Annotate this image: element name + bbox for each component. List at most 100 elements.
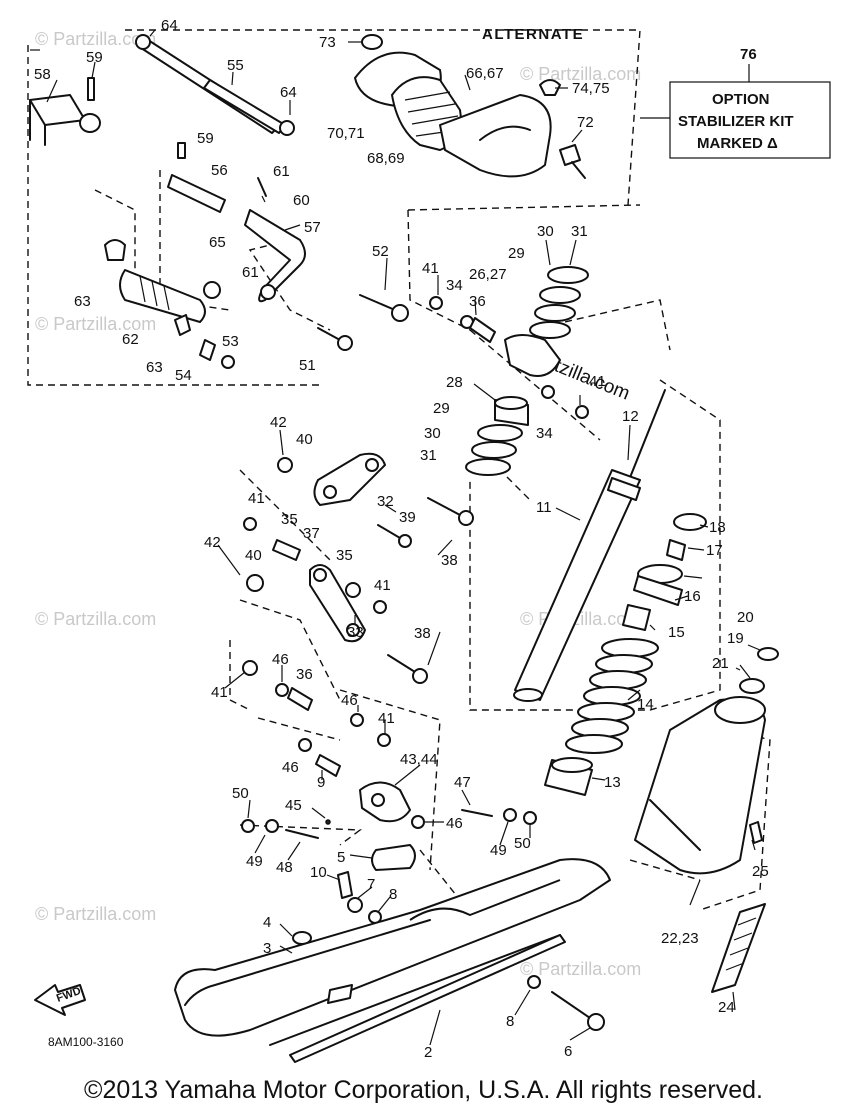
callout-label: 32	[377, 493, 394, 510]
option-line-3: MARKED Δ	[697, 135, 778, 152]
callout-label: 64	[161, 17, 178, 34]
callout-label: 29	[508, 245, 525, 262]
watermark: © Partzilla.com	[35, 609, 156, 629]
callout-label: 9	[317, 774, 325, 791]
callout-label: 42	[204, 534, 221, 551]
clamp-part	[104, 239, 126, 261]
clip-part	[539, 79, 561, 96]
callout-label: 70,71	[327, 125, 365, 142]
callout-label: 29	[433, 400, 450, 417]
callout-label: 47	[454, 774, 471, 791]
callout-label: 46	[282, 759, 299, 776]
leader-lines	[30, 29, 761, 1046]
option-box-frame	[669, 81, 831, 159]
callout-label: 50	[232, 785, 249, 802]
callout-label: 63	[146, 359, 163, 376]
callout-label: 6	[564, 1043, 572, 1060]
callout-label: 40	[296, 431, 313, 448]
upper-bolts	[317, 294, 589, 419]
diagram-code: 8AM100-3160	[48, 1035, 124, 1049]
callout-label: 45	[285, 797, 302, 814]
callout-label: 46	[446, 815, 463, 832]
shaft-assembly	[29, 34, 306, 369]
callout-label: 11	[536, 499, 552, 516]
callout-label: 65	[209, 234, 226, 251]
callout-label: 40	[245, 547, 262, 564]
callout-label: 18	[709, 519, 726, 536]
alternate-assembly	[354, 34, 586, 179]
shock-absorber	[513, 389, 707, 796]
option-number: 76	[740, 46, 757, 63]
callout-label: 37	[303, 525, 320, 542]
callout-label: 8	[389, 886, 397, 903]
callout-label: 57	[304, 219, 321, 236]
callout-label: 38	[441, 552, 458, 569]
callout-label: 13	[604, 774, 621, 791]
cap-part	[361, 34, 383, 50]
callout-label: 17	[706, 542, 723, 559]
callout-label: 42	[270, 414, 287, 431]
callout-label: 12	[622, 408, 639, 425]
callout-label: 31	[571, 223, 588, 240]
callout-label: 61	[242, 264, 259, 281]
callout-label: 31	[420, 447, 437, 464]
housing-cover-part	[439, 94, 552, 178]
spring-seat-stack	[465, 266, 589, 476]
callout-label: 3	[263, 940, 271, 957]
callout-label: 48	[276, 859, 293, 876]
callout-label: 30	[424, 425, 441, 442]
callout-label: 33	[347, 624, 364, 641]
callout-label: 49	[490, 842, 507, 859]
runner-part	[289, 934, 566, 1063]
callout-label: 34	[536, 425, 553, 442]
watermark: © Partzilla.com	[520, 959, 641, 979]
callout-label: 43,44	[400, 751, 438, 768]
callout-label: 41	[422, 260, 439, 277]
callout-label: 19	[727, 630, 744, 647]
callout-label: 46	[272, 651, 289, 668]
callout-label: 56	[211, 162, 228, 179]
watermark: © Partzilla.com	[35, 29, 156, 49]
linkage-arms	[309, 452, 474, 684]
block-5-part	[371, 844, 416, 871]
callouts: 64 73 59 58 55 64 66,67 74,75 70,71 72 6…	[34, 17, 769, 1061]
callout-label: 28	[446, 374, 463, 391]
ski-assembly: FWD	[34, 858, 766, 1063]
callout-label: 25	[752, 863, 769, 880]
watermark: © Partzilla.com	[35, 904, 156, 924]
fwd-arrow	[34, 984, 86, 1016]
callout-label: 4	[263, 914, 271, 931]
callout-label: 21	[712, 655, 729, 672]
callout-label: 41	[248, 490, 265, 507]
callout-label: 46	[341, 692, 358, 709]
coil-spring-part	[565, 638, 659, 754]
callout-label: 8	[506, 1013, 514, 1030]
callout-label: 22,23	[661, 930, 699, 947]
callout-label: 64	[280, 84, 297, 101]
callout-label: 5	[337, 849, 345, 866]
callout-label: 30	[537, 223, 554, 240]
rod-part	[203, 79, 286, 134]
callout-label: 62	[122, 331, 139, 348]
hinge-block-part	[29, 94, 86, 126]
callout-label: 51	[299, 357, 316, 374]
option-box: 76 OPTION STABILIZER KIT MARKED Δ	[669, 46, 831, 159]
callout-label: 34	[446, 277, 463, 294]
watermark: © Partzilla.com	[35, 314, 156, 334]
callout-label: 59	[86, 49, 103, 66]
callout-label: 16	[684, 588, 701, 605]
callout-label: 35	[336, 547, 353, 564]
callout-label: 2	[424, 1044, 432, 1061]
washers-collars	[242, 457, 391, 777]
callout-label: 39	[399, 509, 416, 526]
callout-label: 68,69	[367, 150, 405, 167]
callout-label: 55	[227, 57, 244, 74]
callout-label: 24	[718, 999, 735, 1016]
callout-label: 41	[374, 577, 391, 594]
callout-label: 7	[367, 876, 375, 893]
callout-label: 50	[514, 835, 531, 852]
callout-label: 14	[637, 696, 654, 713]
callout-label: 15	[668, 624, 685, 641]
callout-label: 61	[273, 163, 290, 180]
callout-label: 66,67	[466, 65, 504, 82]
